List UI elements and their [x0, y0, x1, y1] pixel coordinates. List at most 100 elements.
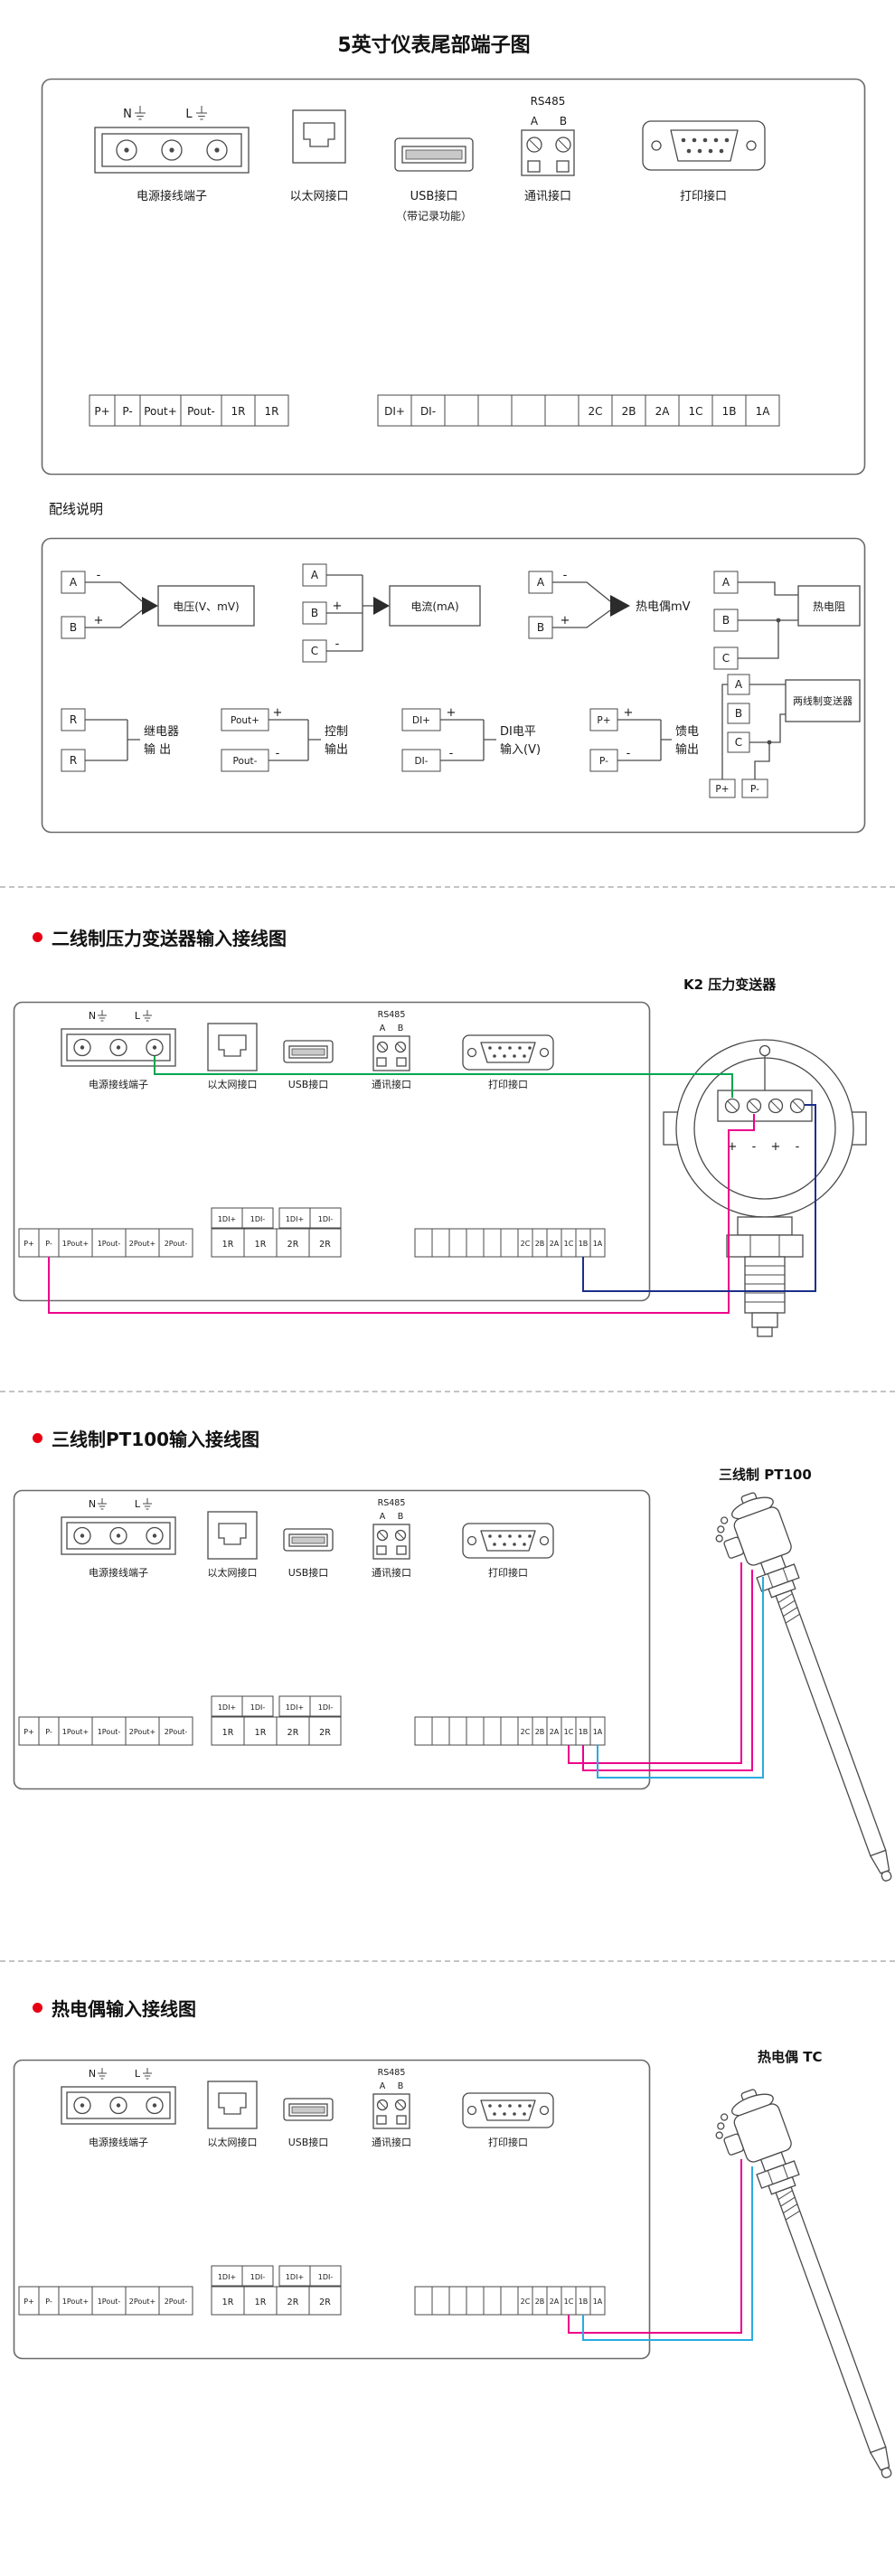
terminal-label: 2Pout-	[165, 1240, 188, 1248]
terminal-label: 2Pout+	[129, 2298, 155, 2306]
polarity-sign: +	[333, 599, 343, 613]
printer-label: 打印接口	[488, 1566, 528, 1579]
pressure-port	[751, 1312, 778, 1328]
usb-port: USB接口	[283, 1528, 334, 1579]
rs485-hole	[376, 2115, 387, 2125]
printer-label: 打印接口	[680, 189, 727, 203]
screw-hole	[466, 2105, 477, 2116]
signal-label: 热电阻	[813, 600, 845, 613]
rj45-outline	[292, 109, 346, 164]
rs485-b: B	[398, 2081, 404, 2091]
gland-left	[663, 1111, 679, 1146]
terminal-label: B	[311, 607, 318, 619]
rs485-hole	[376, 1545, 387, 1555]
terminal-label: Pout-	[233, 756, 258, 767]
rs485-port: RS485 A B 通讯接口	[372, 1010, 411, 1090]
sensor-pt100-probe	[704, 1486, 895, 1897]
terminal-label: 1B	[579, 2298, 589, 2306]
terminal-cell	[528, 571, 553, 594]
terminal-label: 1R	[255, 2298, 267, 2307]
comm-label: 通讯接口	[372, 1079, 411, 1090]
polarity-sign: +	[771, 1140, 781, 1154]
ethernet-label: 以太网接口	[208, 1079, 258, 1090]
terminal-label: 1A	[593, 2298, 603, 2306]
rs485-hole	[396, 2115, 407, 2125]
screw-slot	[397, 1532, 404, 1539]
wire-junction	[776, 618, 781, 623]
rs485-b: B	[398, 1512, 404, 1522]
signal-label: DI电平	[500, 725, 536, 739]
terminal-label: DI-	[415, 756, 429, 767]
terminal-label: P+	[24, 1728, 34, 1736]
right-terminal-strip: 2C 2B 2A 1C 1B 1A	[414, 1716, 606, 1746]
signal-label: 输出	[675, 742, 699, 757]
signal-label: 控制	[325, 725, 348, 739]
terminal-cell-blank	[477, 394, 513, 427]
terminal-cell	[308, 1716, 342, 1746]
db9-pins	[488, 1534, 532, 1546]
polarity-sign: +	[273, 706, 283, 720]
terminal-label: 2Pout-	[165, 1728, 188, 1736]
signal-box	[157, 585, 255, 627]
terminal-label: C	[735, 736, 742, 749]
terminal-label: R	[70, 713, 77, 726]
ethernet-port: 以太网接口	[289, 109, 349, 203]
usb-tongue	[405, 149, 463, 160]
terminal-cell-blank	[511, 394, 546, 427]
wire-line	[268, 719, 321, 761]
usb-note: （带记录功能）	[396, 210, 472, 222]
terminal-label: P+	[597, 715, 610, 726]
control-output-diagram: Pout+ Pout- + - 控制 输出	[221, 706, 348, 772]
bullet-icon	[33, 2003, 42, 2013]
di-terminal-strip: 1DI+ 1DI- 1DI+ 1DI- 1R 1R 2R 2R	[211, 1207, 342, 1258]
rs485-title: RS485	[531, 95, 566, 108]
ground-icon	[98, 2068, 107, 2080]
terminal-label: 1DI+	[286, 1703, 304, 1712]
signal-box	[389, 585, 481, 627]
wire-line	[440, 719, 496, 761]
io-panel-pt100: N L 电源接线端子 以太网接口 USB接口 RS485	[13, 1489, 651, 1790]
power-label: 电源接线端子	[137, 189, 207, 203]
signal-box	[785, 679, 861, 722]
usb-label: USB接口	[288, 1567, 329, 1579]
section-tc-title: 热电偶输入接线图	[33, 1995, 196, 2021]
signal-label: 电压(V、mV)	[173, 600, 239, 613]
bullet-icon	[33, 1433, 42, 1443]
terminal-cell	[578, 394, 613, 427]
polarity-sign: +	[624, 706, 634, 720]
terminal-block	[717, 1090, 813, 1122]
polarity-sign: -	[752, 1140, 757, 1154]
section-2wire-title: 二线制压力变送器输入接线图	[33, 924, 287, 950]
screw-hole	[466, 1535, 477, 1546]
comm-label: 通讯接口	[372, 1567, 411, 1579]
usb-port: USB接口	[283, 2098, 334, 2148]
terminal-label: 1DI+	[218, 1703, 236, 1712]
top-screw	[758, 1044, 771, 1057]
sensor-k2-pressure-transmitter: + - + -	[663, 1039, 867, 1337]
terminal-label: P-	[599, 756, 608, 767]
terminal-label: 2Pout-	[165, 2298, 188, 2306]
terminal-cell	[211, 1716, 245, 1746]
polarity-sign: +	[447, 706, 457, 720]
terminal-label: 1Pout+	[62, 2298, 89, 2306]
usb-tongue	[291, 1048, 325, 1056]
terminal-label: Pout-	[187, 405, 215, 418]
terminal-label: 1C	[564, 2298, 574, 2306]
terminal-label: A	[537, 576, 545, 589]
db9-dsub	[480, 1042, 536, 1063]
rs485-hole	[556, 160, 570, 173]
right-terminal-strip: 2C 2B 2A 1C 1B 1A	[414, 2286, 606, 2316]
printer-port: 打印接口	[462, 1523, 554, 1579]
terminal-label: 1B	[579, 1240, 589, 1248]
rs485-b: B	[398, 1024, 404, 1033]
rs485-hole	[376, 1057, 387, 1067]
rj45-outline	[207, 2081, 258, 2129]
terminal-cell	[125, 1716, 160, 1746]
terminal-label: 2B	[535, 1728, 545, 1736]
terminal-label: 2R	[287, 1240, 299, 1250]
wiring-notes-panel: A B - + 电压(V、mV) A B C + - 电流(mA) A	[41, 537, 866, 834]
printer-port: 打印接口	[462, 1034, 554, 1090]
arrow-icon	[142, 597, 158, 615]
two-wire-transmitter-diagram: A B C 两线制变送器 P+ P-	[709, 674, 861, 798]
power-n-label: N	[123, 108, 132, 121]
